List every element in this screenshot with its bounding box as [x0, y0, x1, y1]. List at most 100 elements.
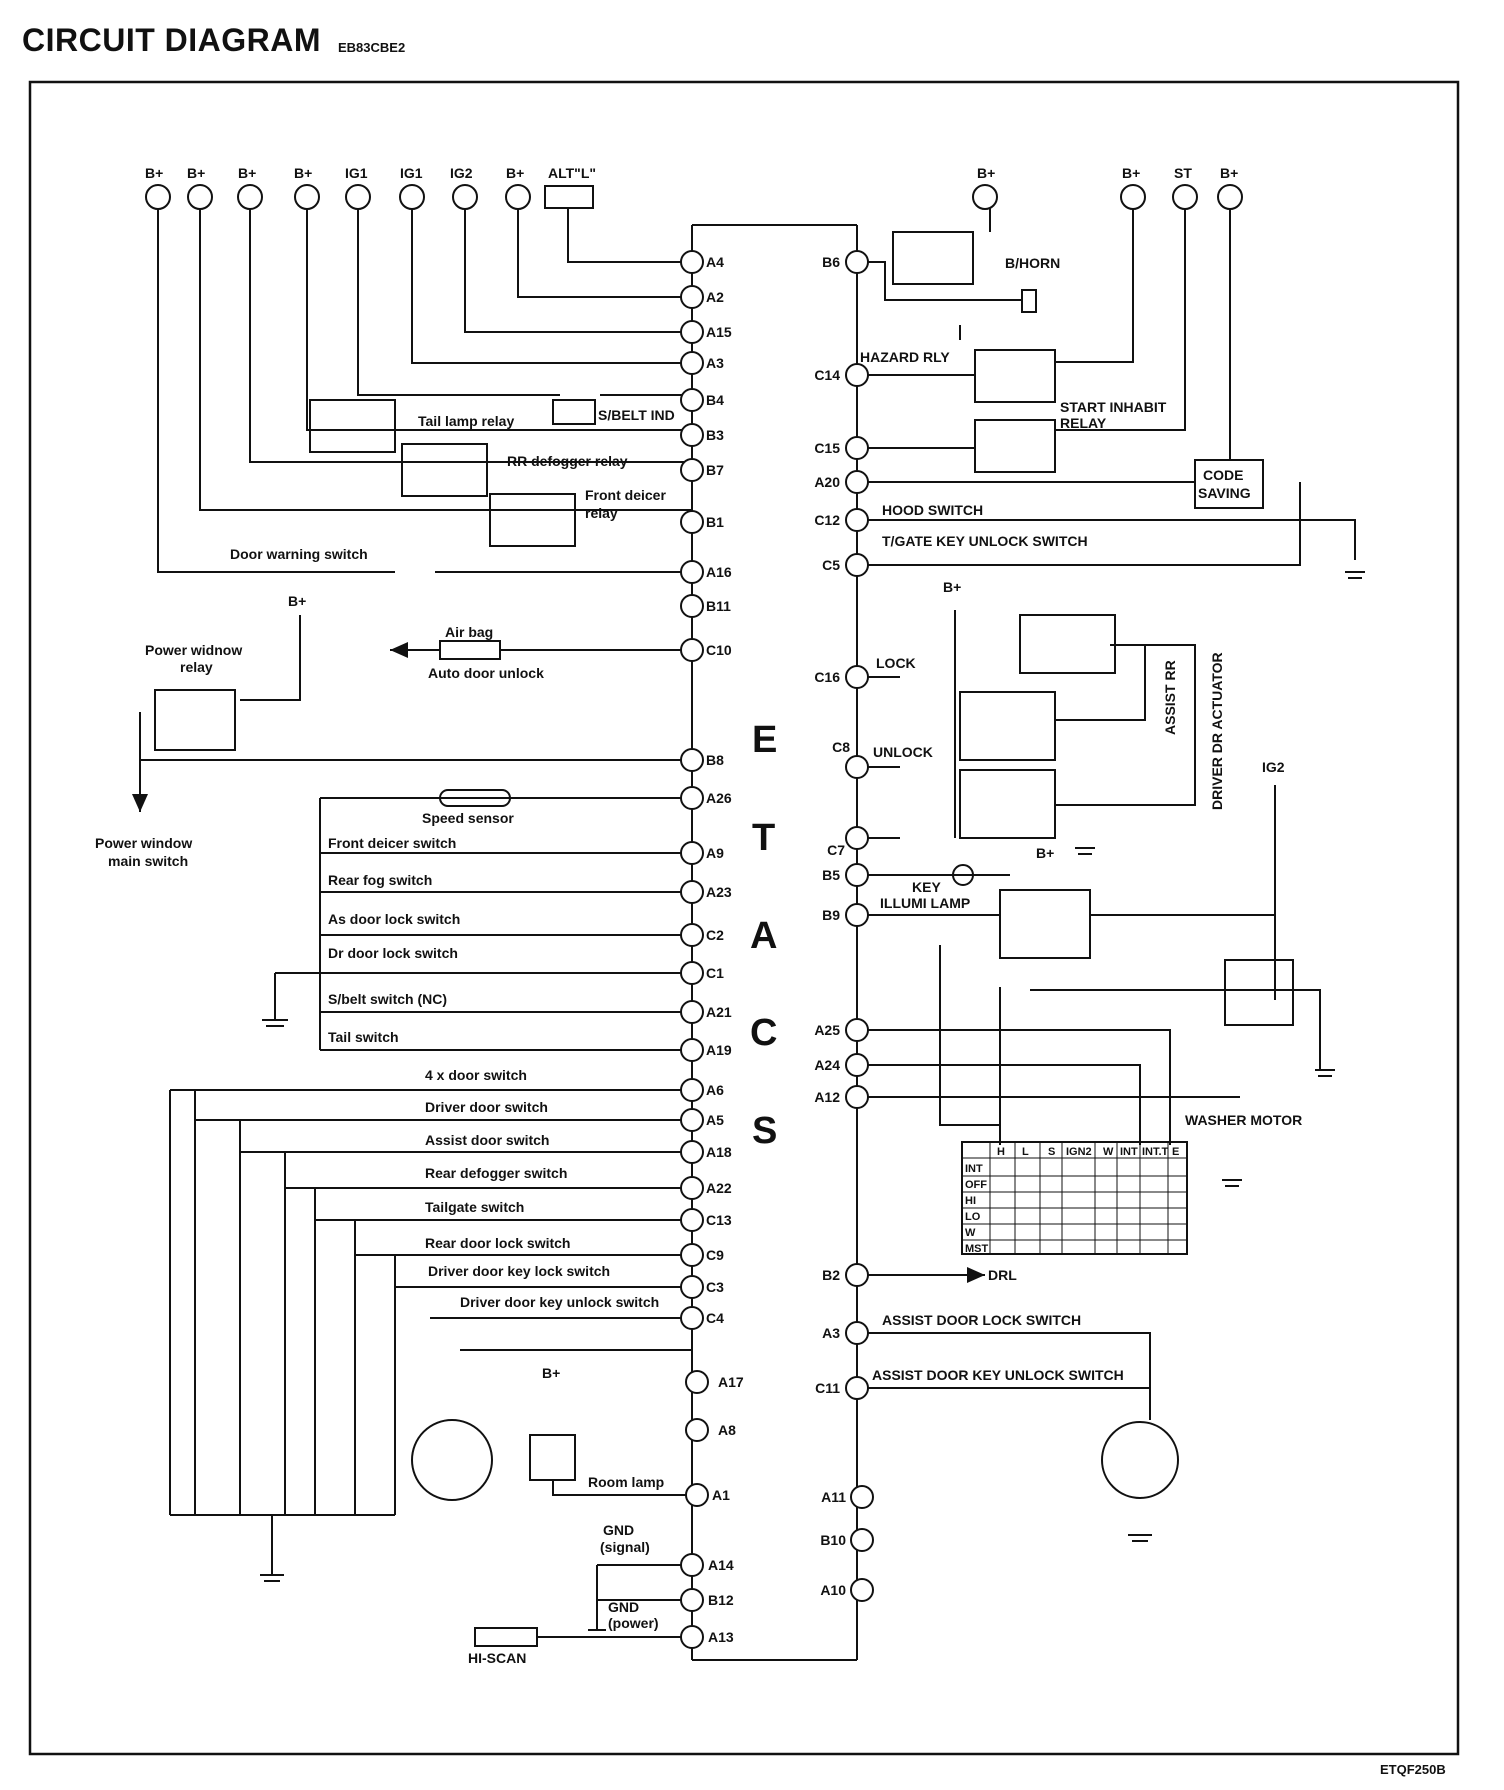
power-window-relay — [154, 689, 236, 751]
source-label: B+ — [187, 165, 205, 181]
wire-a15 — [464, 197, 692, 333]
auto-door-unlock-label: Auto door unlock — [428, 665, 544, 681]
pin-label: A4 — [706, 254, 724, 270]
air-bag-label: Air bag — [445, 624, 493, 640]
left-pin-circles — [680, 250, 709, 1649]
wiper-col-label: E — [1172, 1146, 1179, 1158]
power-window-relay-label: Power widnow — [145, 642, 242, 658]
code-saving-label-2: SAVING — [1198, 485, 1251, 501]
pin-label: C13 — [706, 1212, 732, 1228]
wiper-relay — [1224, 959, 1294, 1026]
wire-b7 — [249, 197, 692, 463]
pin-label: A19 — [706, 1042, 732, 1058]
wire-b4 — [357, 197, 560, 396]
gnd-power-label: GND — [608, 1599, 639, 1615]
pin-label: A22 — [706, 1180, 732, 1196]
pin-label: C12 — [814, 512, 840, 528]
wiper-row-label: LO — [965, 1211, 981, 1223]
pin-label: A6 — [706, 1082, 724, 1098]
code-saving-label: CODE — [1203, 467, 1243, 483]
front-deicer-relay — [489, 493, 576, 547]
wiper-col-label: H — [997, 1146, 1005, 1158]
pin-label: A18 — [706, 1144, 732, 1160]
source-label: B+ — [506, 165, 524, 181]
ig2-label: IG2 — [1262, 759, 1285, 775]
pin-label: A15 — [706, 324, 732, 340]
wire-a2 — [517, 197, 692, 298]
lock-relay-top — [1019, 614, 1116, 674]
pin-label: B8 — [706, 752, 724, 768]
pin-label: B3 — [706, 427, 724, 443]
right-pin-circles — [845, 250, 874, 1602]
key-illumi-relay — [999, 889, 1091, 959]
b-plus-label: B+ — [1036, 845, 1054, 861]
pin-label: A2 — [706, 289, 724, 305]
as-door-lock-switch-label: As door lock switch — [328, 911, 460, 927]
wiper-row-label: OFF — [965, 1179, 987, 1191]
wiper-col-label: IGN2 — [1066, 1146, 1092, 1158]
assist-door-key-unlock-label: ASSIST DOOR KEY UNLOCK SWITCH — [872, 1367, 1124, 1383]
source-label: B+ — [238, 165, 256, 181]
pin-label: C16 — [814, 669, 840, 685]
pin-label: A26 — [706, 790, 732, 806]
pin-label: C1 — [706, 965, 724, 981]
pin-label: C8 — [832, 739, 850, 755]
wiper-row-label: MST — [965, 1243, 989, 1255]
door-warning-switch-label: Door warning switch — [230, 546, 368, 562]
wiper-row-label: INT — [965, 1163, 983, 1175]
key-illumi-label: KEY — [912, 879, 941, 895]
gnd-signal-label: GND — [603, 1522, 634, 1538]
source-label: ST — [1174, 165, 1192, 181]
b-horn-speaker — [1021, 289, 1037, 313]
hazard-rly-label: HAZARD RLY — [860, 349, 950, 365]
top-source-circles — [145, 184, 1243, 210]
source-label: B+ — [294, 165, 312, 181]
pin-label: A25 — [814, 1022, 840, 1038]
wiper-row-label: HI — [965, 1195, 976, 1207]
etacs-letter-a: A — [750, 915, 777, 957]
wiper-col-label: W — [1103, 1146, 1114, 1158]
pin-label: A20 — [814, 474, 840, 490]
wiper-col-label: INT.T — [1142, 1146, 1169, 1158]
pin-label: A10 — [820, 1582, 846, 1598]
pin-label: A21 — [706, 1004, 732, 1020]
hi-scan-label: HI-SCAN — [468, 1650, 526, 1666]
pin-label: B5 — [822, 867, 840, 883]
b-plus-label: B+ — [542, 1365, 560, 1381]
pin-label: A3 — [706, 355, 724, 371]
page-title: CIRCUIT DIAGRAM — [22, 22, 322, 58]
wiper-switch-table — [961, 1141, 1188, 1255]
alt-label: ALT"L" — [548, 165, 596, 181]
etacs-letter-c: C — [750, 1012, 777, 1054]
etacs-letter-s: S — [752, 1110, 777, 1152]
start-inhabit-label-2: RELAY — [1060, 415, 1107, 431]
gnd-signal-label-2: (signal) — [600, 1539, 650, 1555]
pin-label: B6 — [822, 254, 840, 270]
pin-label: C4 — [706, 1310, 724, 1326]
pin-label: A17 — [718, 1374, 744, 1390]
wiper-col-label: S — [1048, 1146, 1055, 1158]
pin-label: C11 — [815, 1380, 840, 1396]
pin-label: A3 — [822, 1325, 840, 1341]
pin-label: A5 — [706, 1112, 724, 1128]
pin-label: A14 — [708, 1557, 734, 1573]
pin-label: A1 — [712, 1487, 730, 1503]
pin-label: C5 — [822, 557, 840, 573]
pin-label: A9 — [706, 845, 724, 861]
sbelt-switch-label: S/belt switch (NC) — [328, 991, 447, 1007]
pin-label: C9 — [706, 1247, 724, 1263]
tail-switch-label: Tail switch — [328, 1029, 399, 1045]
four-x-door-switch-label: 4 x door switch — [425, 1067, 527, 1083]
room-lamp-label: Room lamp — [588, 1474, 664, 1490]
driver-dr-actuator-label: DRIVER DR ACTUATOR — [1209, 652, 1225, 810]
sbelt-ind-box — [552, 399, 596, 425]
source-label: IG1 — [345, 165, 368, 181]
driver-door-switch-label: Driver door switch — [425, 1099, 548, 1115]
hi-scan-box — [474, 1627, 538, 1647]
driver-door-key-cylinder — [411, 1419, 493, 1501]
pin-label: A11 — [821, 1489, 846, 1505]
pin-label: B4 — [706, 392, 724, 408]
b-plus-label: B+ — [943, 579, 961, 595]
pin-label: C15 — [814, 440, 840, 456]
driver-door-key-unlock-label: Driver door key unlock switch — [460, 1294, 659, 1310]
